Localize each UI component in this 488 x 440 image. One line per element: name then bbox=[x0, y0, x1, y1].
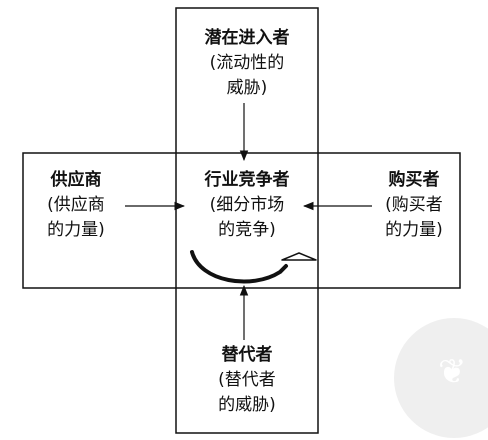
node-suppliers: 供应商 (供应商 的力量) bbox=[26, 168, 126, 243]
node-industry-competitors: 行业竞争者 (细分市场 的竞争) bbox=[176, 168, 318, 243]
node-title: 行业竞争者 bbox=[204, 170, 290, 190]
node-title: 替代者 bbox=[221, 345, 273, 365]
node-subtitle: (细分市场 bbox=[209, 195, 285, 215]
node-subtitle: 的力量) bbox=[385, 220, 443, 240]
node-subtitle: 的威胁) bbox=[218, 395, 276, 415]
node-title: 购买者 bbox=[388, 170, 440, 190]
node-subtitle: 威胁) bbox=[226, 78, 268, 98]
node-title: 供应商 bbox=[50, 170, 102, 190]
node-subtitle: 的力量) bbox=[47, 220, 105, 240]
node-title: 潜在进入者 bbox=[204, 28, 290, 48]
rivalry-cycle-arrow bbox=[190, 250, 317, 284]
node-subtitle: (供应商 bbox=[47, 195, 105, 215]
node-subtitle: (替代者 bbox=[218, 370, 276, 390]
node-subtitle: 的竞争) bbox=[218, 220, 276, 240]
node-buyers: 购买者 (购买者 的力量) bbox=[366, 168, 462, 243]
leaf-logo-icon: ❦ bbox=[438, 352, 467, 392]
watermark-logo bbox=[394, 318, 488, 438]
node-substitutes: 替代者 (替代者 的威胁) bbox=[176, 343, 318, 418]
node-subtitle: (购买者 bbox=[385, 195, 443, 215]
node-potential-entrants: 潜在进入者 (流动性的 威胁) bbox=[176, 26, 318, 101]
vertical-column-outline bbox=[175, 7, 319, 434]
node-subtitle: (流动性的 bbox=[209, 53, 285, 73]
